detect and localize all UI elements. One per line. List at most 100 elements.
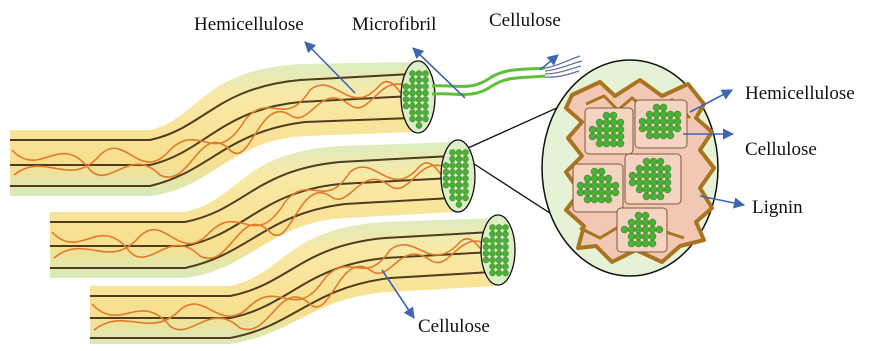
microfibril-dot bbox=[650, 165, 657, 172]
microfibril-dot bbox=[635, 212, 642, 219]
microfibril-dot bbox=[664, 179, 671, 186]
microfibril-dot bbox=[584, 182, 591, 189]
microfibril-dot bbox=[603, 126, 610, 133]
microfibril-dot bbox=[496, 264, 502, 270]
microfibril-dot bbox=[667, 132, 674, 139]
microfibril-dot bbox=[503, 251, 509, 257]
microfibril-dot bbox=[423, 97, 429, 103]
microfibril-dot bbox=[617, 133, 624, 140]
microfibril-dot bbox=[423, 103, 429, 109]
microfibril-dot bbox=[496, 257, 502, 263]
microfibril-dot bbox=[649, 219, 656, 226]
microfibril-dot bbox=[423, 77, 429, 83]
microfibril-dot bbox=[612, 189, 619, 196]
microfibril-dot bbox=[649, 233, 656, 240]
microfibril-dot bbox=[496, 231, 502, 237]
microfibril-dot bbox=[660, 104, 667, 111]
microfibril-dot bbox=[463, 169, 469, 175]
microfibril-dot bbox=[596, 140, 603, 147]
microfibril-dot bbox=[643, 172, 650, 179]
microfibril-dot bbox=[650, 186, 657, 193]
microfibril-dot bbox=[456, 156, 462, 162]
microfibril-dot bbox=[639, 125, 646, 132]
microfibril-dot bbox=[635, 240, 642, 247]
microfibril-dot bbox=[589, 133, 596, 140]
microfibril-dot bbox=[490, 225, 496, 231]
microfibril-dot bbox=[584, 189, 591, 196]
microfibril-dot bbox=[649, 226, 656, 233]
microfibril-dot bbox=[657, 186, 664, 193]
microfibril-dot bbox=[657, 179, 664, 186]
microfibril-dot bbox=[635, 226, 642, 233]
microfibril-dot bbox=[483, 238, 489, 244]
microfibril-dot bbox=[650, 179, 657, 186]
microfibril-dot bbox=[657, 172, 664, 179]
microfibril-dot bbox=[463, 163, 469, 169]
microfibril-dot bbox=[591, 175, 598, 182]
microfibril-dot bbox=[416, 123, 422, 129]
microfibril-dot bbox=[617, 140, 624, 147]
microfibril-dot bbox=[603, 133, 610, 140]
microfibril-dot bbox=[456, 195, 462, 201]
label-lignin: Lignin bbox=[752, 198, 803, 217]
microfibril-dot bbox=[456, 150, 462, 156]
microfibril-dot bbox=[660, 111, 667, 118]
microfibril-dot bbox=[490, 257, 496, 263]
microfibril-dot bbox=[660, 132, 667, 139]
microfibril-dot bbox=[643, 179, 650, 186]
microfibril-dot bbox=[636, 186, 643, 193]
microfibril-dot bbox=[598, 189, 605, 196]
microfibril-dot bbox=[456, 169, 462, 175]
microfibril-dot bbox=[416, 97, 422, 103]
microfibril-dot bbox=[605, 189, 612, 196]
microfibril-dot bbox=[423, 71, 429, 77]
microfibril-dot bbox=[612, 182, 619, 189]
microfibril-dot bbox=[416, 77, 422, 83]
microfibril-dot bbox=[628, 233, 635, 240]
microfibril-dot bbox=[490, 231, 496, 237]
microfibril-dot bbox=[591, 182, 598, 189]
microfibril-dot bbox=[416, 103, 422, 109]
microfibril-dot bbox=[423, 116, 429, 122]
microfibril-dot bbox=[410, 110, 416, 116]
microfibril-dot bbox=[667, 111, 674, 118]
microfibril-dot bbox=[410, 116, 416, 122]
microfibril-dot bbox=[416, 116, 422, 122]
microfibril-dot bbox=[642, 240, 649, 247]
microfibril-dot bbox=[456, 163, 462, 169]
microfibril-dot bbox=[605, 175, 612, 182]
microfibril-dot bbox=[650, 158, 657, 165]
microfibril-dot bbox=[450, 156, 456, 162]
microfibril-dot bbox=[403, 103, 409, 109]
microfibril-dot bbox=[496, 244, 502, 250]
microfibril-dot bbox=[443, 169, 449, 175]
microfibril-dot bbox=[496, 251, 502, 257]
microfibril-dot bbox=[410, 71, 416, 77]
microfibril-dot bbox=[450, 195, 456, 201]
microfibril-dot bbox=[642, 212, 649, 219]
microfibril-dot bbox=[653, 111, 660, 118]
microfibril-dot bbox=[617, 119, 624, 126]
microfibril-dot bbox=[621, 226, 628, 233]
microfibril-dot bbox=[490, 244, 496, 250]
microfibril-dot bbox=[456, 182, 462, 188]
microfibril-dot bbox=[456, 176, 462, 182]
microfibril-dot bbox=[463, 195, 469, 201]
microfibril-dot bbox=[450, 169, 456, 175]
microfibril-dot bbox=[577, 182, 584, 189]
microfibril-dot bbox=[463, 156, 469, 162]
microfibril-dot bbox=[456, 202, 462, 208]
microfibril-dot bbox=[657, 158, 664, 165]
microfibril-dot bbox=[642, 226, 649, 233]
microfibril-dot bbox=[483, 257, 489, 263]
microfibril-dot bbox=[403, 90, 409, 96]
microfibril-dot bbox=[463, 150, 469, 156]
microfibril-dot bbox=[496, 238, 502, 244]
microfibril-dot bbox=[596, 126, 603, 133]
microfibril-dot bbox=[635, 219, 642, 226]
microfibril-dot bbox=[584, 196, 591, 203]
microfibril-dot bbox=[598, 196, 605, 203]
microfibril-dot bbox=[605, 196, 612, 203]
microfibril-dot bbox=[596, 119, 603, 126]
